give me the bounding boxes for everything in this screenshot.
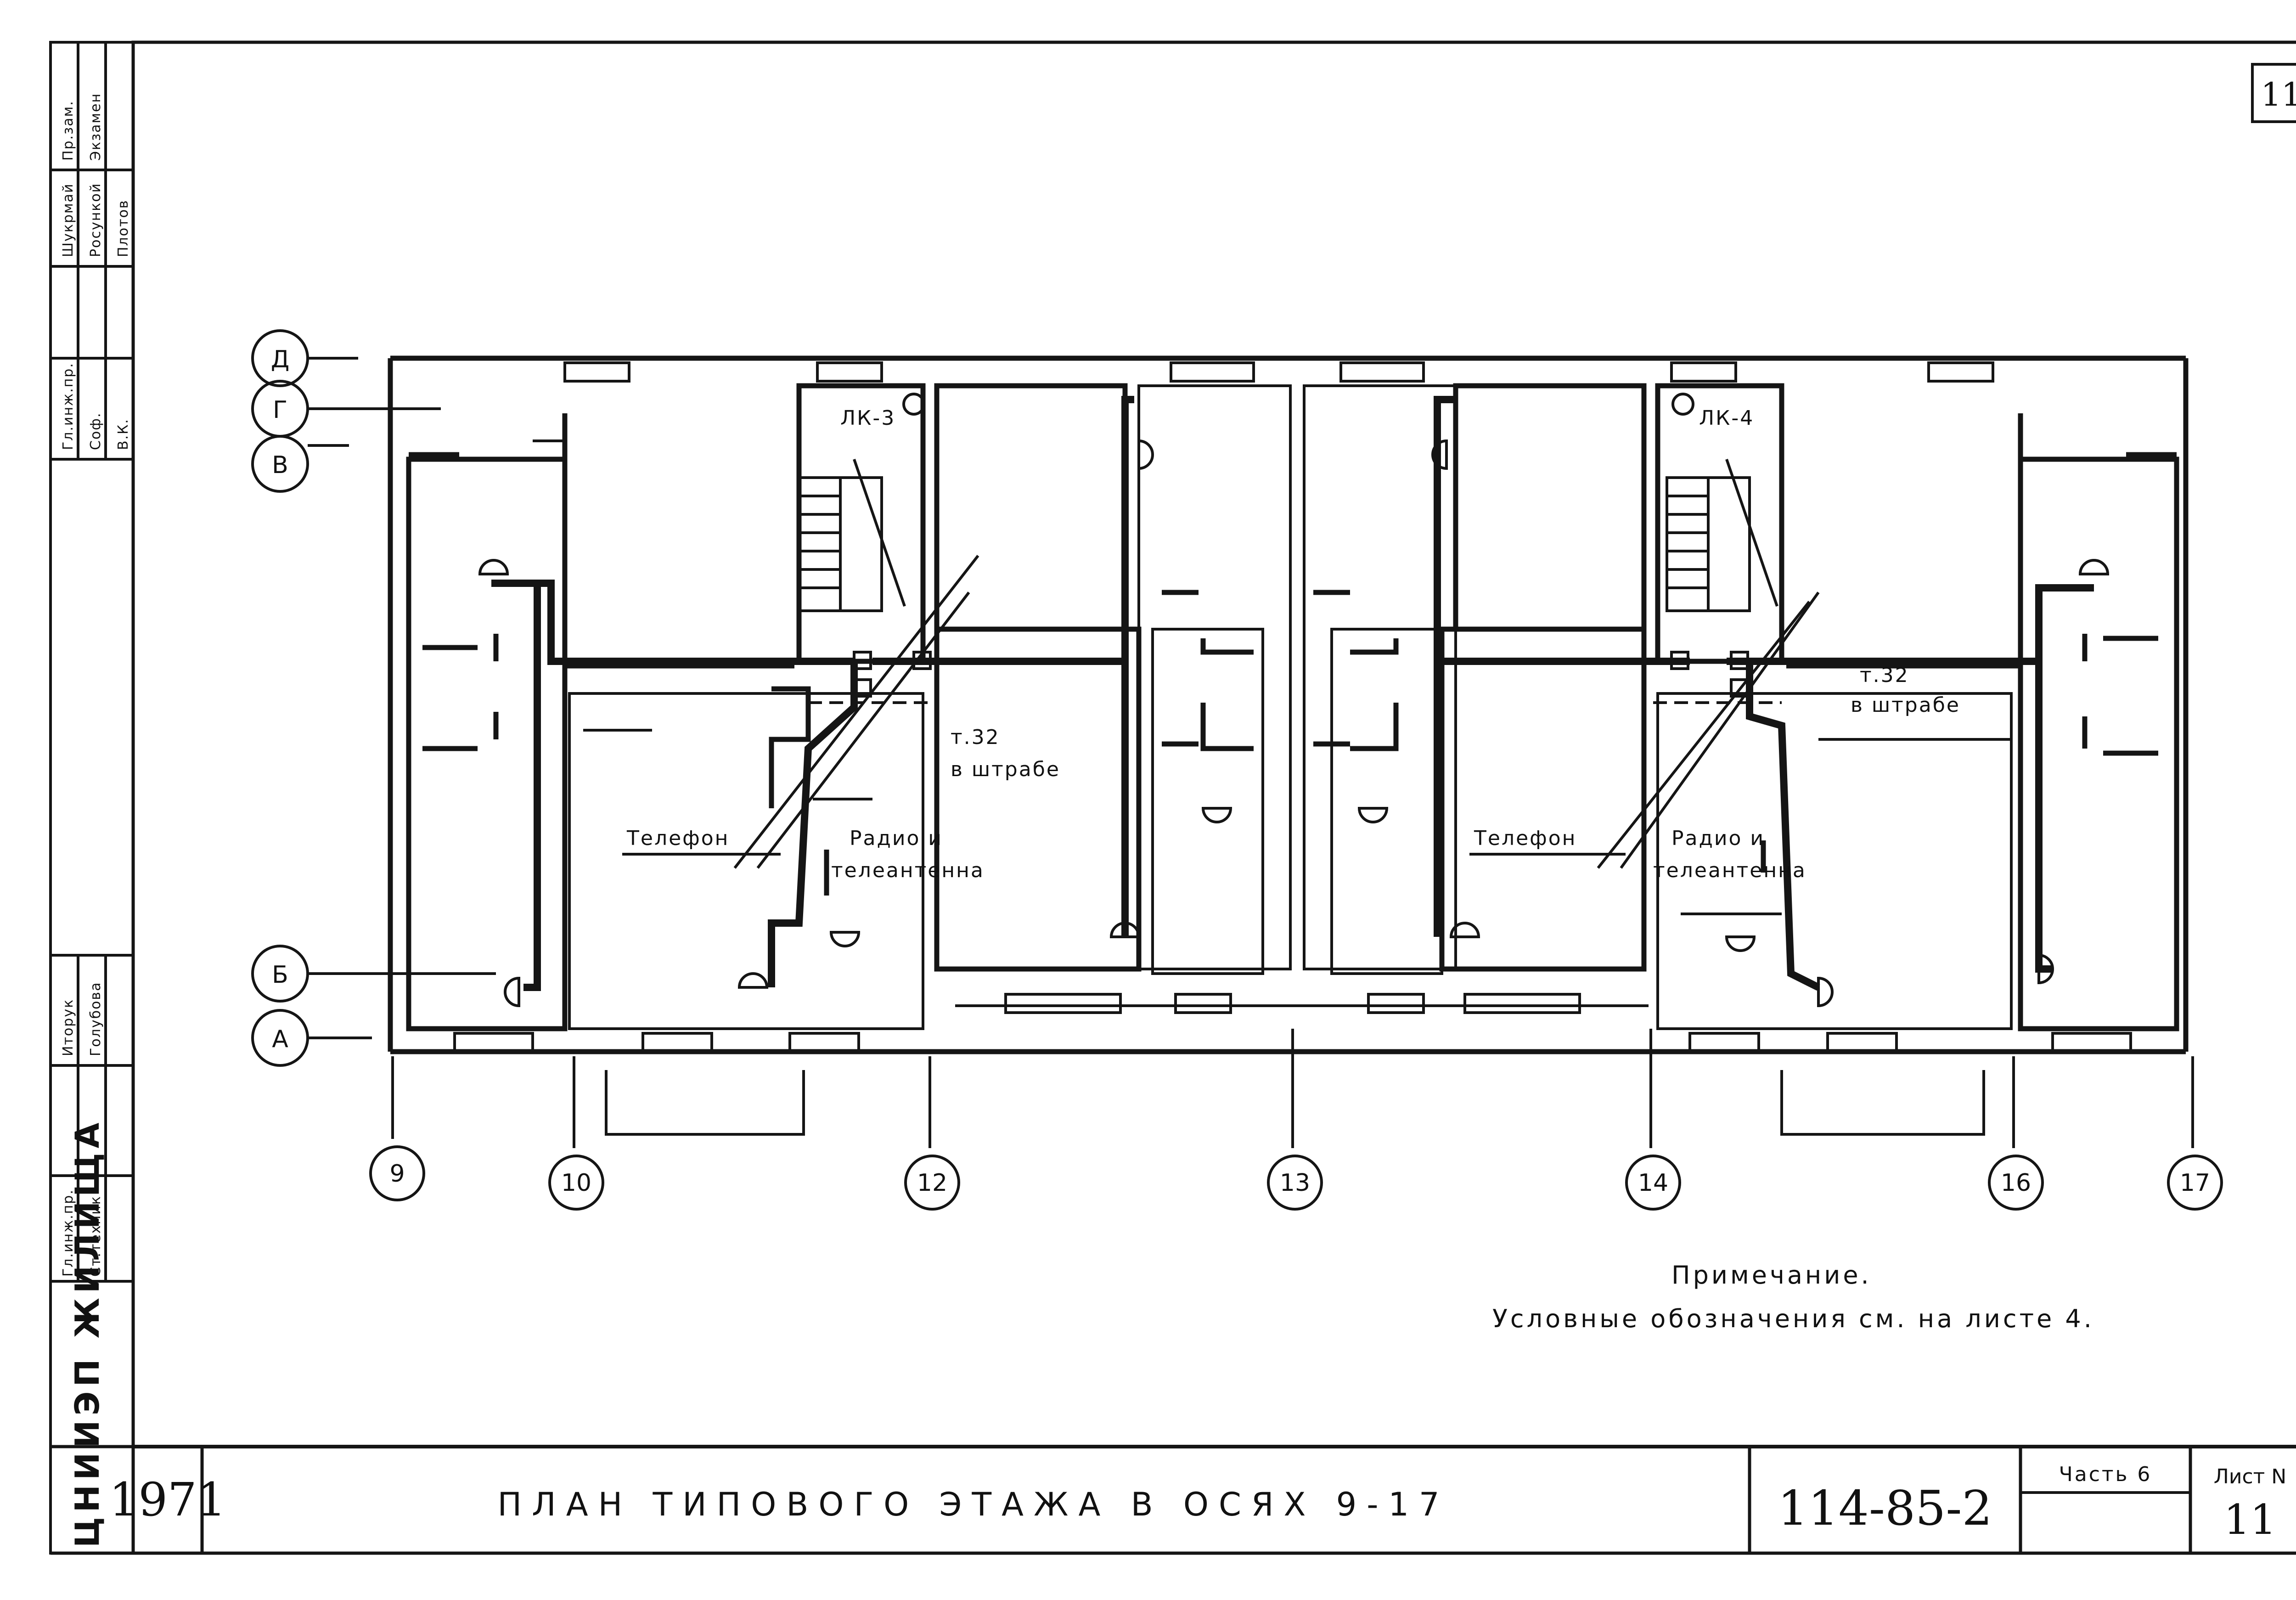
stair-label-lk4: ЛК-4: [1699, 406, 1754, 430]
stair-lk3: [798, 393, 925, 612]
point-label-right: т.32: [1860, 664, 1909, 687]
axis-label-row: Б: [272, 961, 288, 989]
radio-label-right-2: телеантенна: [1653, 859, 1806, 882]
drawing-title: ПЛАН ТИПОВОГО ЭТАЖА В ОСЯХ 9-17: [497, 1486, 1449, 1523]
year-label: 1971: [109, 1473, 226, 1527]
row-axis-labels: Д Г В Б А: [271, 346, 290, 1053]
axis-label-column: 13: [1280, 1169, 1310, 1197]
outlet-icon: [829, 931, 861, 947]
axis-label-column: 10: [561, 1169, 591, 1197]
outlet-icon: [504, 976, 520, 1008]
axis-label-row: А: [272, 1025, 288, 1053]
outlet-icon: [1137, 439, 1154, 470]
building-outline: [388, 355, 2189, 1136]
telephone-label-right: Телефон: [1474, 827, 1576, 850]
column-axis-labels: 9 10 12 13 14 16 17: [389, 1160, 2210, 1197]
title-block: [133, 1445, 2296, 1553]
outlet-icon: [1817, 976, 1834, 1008]
row-axes: [251, 329, 496, 1067]
radio-label-left-2: телеантенна: [831, 859, 985, 882]
plan-annotations: ЛК-3 ЛК-4 Телефон Радио и телеантенна т.…: [622, 406, 1960, 882]
axis-label-column: 16: [2001, 1169, 2031, 1197]
sheet-number-label: Лист N: [2214, 1465, 2286, 1488]
stair-label-lk3: ЛК-3: [840, 406, 895, 430]
note-text: Условные обозначения см. на листе 4.: [1492, 1304, 2094, 1333]
column-axes: [369, 1029, 2223, 1211]
stamp-cell: Росункой: [88, 183, 104, 257]
part-label: Часть 6: [2059, 1463, 2152, 1486]
stair-lk4: [1666, 393, 1778, 612]
left-stamp-strip: [49, 41, 135, 1555]
organization-label: ЦНИИЭП ЖИЛИЩА: [68, 1118, 107, 1548]
series-code: 114-85-2: [1778, 1480, 1992, 1536]
stamp-cell: Голубова: [88, 982, 104, 1057]
axis-label-row: В: [272, 451, 288, 479]
channel-label-right: в штрабе: [1851, 693, 1960, 717]
axis-label-column: 17: [2180, 1169, 2210, 1197]
outlet-icon: [1357, 807, 1389, 823]
axis-label-column: 9: [389, 1160, 405, 1188]
radio-label-left-1: Радио и: [850, 827, 943, 850]
outlet-icon: [2037, 953, 2054, 985]
stamp-signature-table: Гл.инж.пр. Соф. В.К. Шукрмай Росункой Пл…: [60, 93, 131, 1277]
outlet-symbols: [478, 439, 2110, 1008]
sheet-number: 11: [2224, 1496, 2277, 1544]
stamp-cell: Соф.: [88, 412, 104, 451]
stamp-cell: Плотов: [115, 199, 131, 257]
outlet-icon: [737, 972, 769, 989]
telephone-label-left: Телефон: [626, 827, 729, 850]
stamp-cell: В.К.: [115, 418, 131, 450]
axis-label-column: 12: [917, 1169, 947, 1197]
point-label-left: т.32: [951, 726, 1000, 749]
outlet-icon: [1725, 935, 1756, 952]
stamp-cell: Гл.инж.пр.: [60, 362, 76, 450]
stamp-cell: Гл.инж.пр.: [60, 1189, 76, 1277]
stamp-cell: Ст.техник: [88, 1195, 104, 1277]
outlet-icon: [1449, 922, 1480, 938]
radio-label-right-1: Радио и: [1671, 827, 1765, 850]
axis-label-row: Г: [273, 396, 287, 424]
wiring-network: [491, 396, 2094, 991]
note-heading: Примечание.: [1671, 1261, 1872, 1290]
stamp-cell: Экзамен: [88, 93, 104, 161]
stamp-cell: Шукрмай: [60, 183, 76, 257]
outlet-icon: [1109, 922, 1141, 938]
interior-fixtures: [422, 590, 2158, 915]
outlet-icon: [1431, 439, 1448, 470]
corner-sheet-number: 11: [2261, 76, 2296, 113]
outlet-icon: [478, 559, 509, 575]
axis-label-column: 14: [1638, 1169, 1668, 1197]
stamp-cell: Пр.зам.: [60, 100, 76, 161]
outlet-icon: [2078, 559, 2110, 575]
outlet-icon: [1201, 807, 1232, 823]
interior-walls: [406, 383, 2179, 1031]
stamp-cell: Иторук: [60, 999, 76, 1056]
axis-label-row: Д: [271, 346, 290, 373]
channel-label-left: в штрабе: [951, 758, 1060, 781]
